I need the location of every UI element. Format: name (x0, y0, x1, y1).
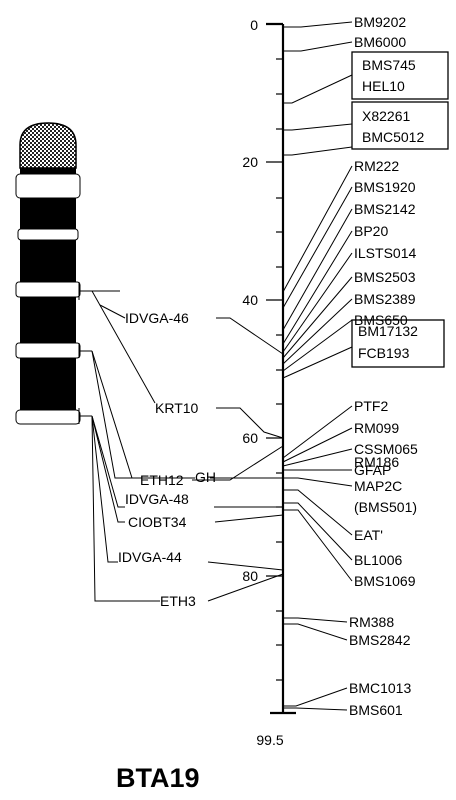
left-marker-label: CIOBT34 (128, 514, 187, 530)
marker-label: BM6000 (354, 34, 406, 50)
left-marker-label: IDVGA-48 (125, 491, 189, 507)
marker-label: BMS2842 (349, 632, 411, 648)
marker-label: FCB193 (358, 345, 410, 361)
marker-label: BMS2142 (354, 201, 416, 217)
axis-end-label: 99.5 (256, 732, 283, 748)
marker-box (351, 51, 449, 100)
chromosome-ideogram (15, 122, 92, 425)
marker-label: ILSTS014 (354, 245, 416, 261)
marker-label: RM222 (354, 158, 399, 174)
marker-label: BMS1069 (354, 573, 416, 589)
right-marker-labels: BM9202 BM6000 BMS745 HEL10 X82261 BMC501… (349, 14, 424, 718)
marker-label: BMS2503 (354, 269, 416, 285)
axis-tick-label-0: 0 (250, 17, 258, 33)
axis-tick-label-60: 60 (242, 430, 258, 446)
marker-label: RM099 (354, 420, 399, 436)
marker-label: BMC5012 (362, 129, 424, 145)
left-marker-label: ETH12 (140, 472, 184, 488)
marker-label: BM9202 (354, 14, 406, 30)
axis-tick-label-40: 40 (242, 292, 258, 308)
linkage-axis: 0 20 40 60 80 99.5 (242, 17, 296, 748)
marker-label: BP20 (354, 223, 388, 239)
marker-box (351, 101, 449, 150)
marker-label: GFAP (354, 462, 391, 478)
marker-label: CSSM065 (354, 441, 418, 457)
left-marker-label: IDVGA-44 (118, 549, 182, 565)
marker-boxes (351, 51, 449, 368)
marker-label: BMS601 (349, 702, 403, 718)
marker-label: BL1006 (354, 552, 402, 568)
marker-label: (BMS501) (354, 499, 417, 515)
chromosome-band (17, 228, 79, 241)
left-marker-labels: IDVGA-46 KRT10 ETH12 GH IDVGA-48 CIOBT34… (118, 310, 216, 609)
left-connectors (91, 290, 284, 602)
marker-label: BMS2389 (354, 291, 416, 307)
axis-tick-label-80: 80 (242, 568, 258, 584)
chromosome-brackets (78, 282, 92, 424)
figure-title: BTA19 (116, 763, 200, 793)
axis-tick-label-20: 20 (242, 154, 258, 170)
left-marker-label: ETH3 (160, 593, 196, 609)
axis-ticks (266, 58, 283, 681)
chromosome-band (15, 342, 81, 359)
chromosome-band (15, 409, 81, 425)
marker-label: PTF2 (354, 398, 388, 414)
right-connectors (282, 21, 353, 711)
marker-label: HEL10 (362, 78, 405, 94)
marker-label: RM388 (349, 614, 394, 630)
marker-label: BMC1013 (349, 680, 411, 696)
marker-label: EAT' (354, 527, 383, 543)
marker-label: BMS745 (362, 57, 416, 73)
marker-label: BM17132 (358, 323, 418, 339)
marker-label: BMS650 (354, 312, 408, 328)
left-marker-label: IDVGA-46 (125, 310, 189, 326)
marker-label: MAP2C (354, 478, 402, 494)
centromere-cap (19, 122, 77, 169)
left-marker-label: KRT10 (155, 400, 199, 416)
marker-label: BMS1920 (354, 179, 416, 195)
chromosome-band (15, 173, 81, 199)
chromosome-band (15, 281, 81, 298)
marker-box (351, 319, 445, 368)
left-marker-label: GH (195, 469, 216, 485)
marker-label: X82261 (362, 108, 410, 124)
marker-label: RM186 (354, 454, 399, 470)
